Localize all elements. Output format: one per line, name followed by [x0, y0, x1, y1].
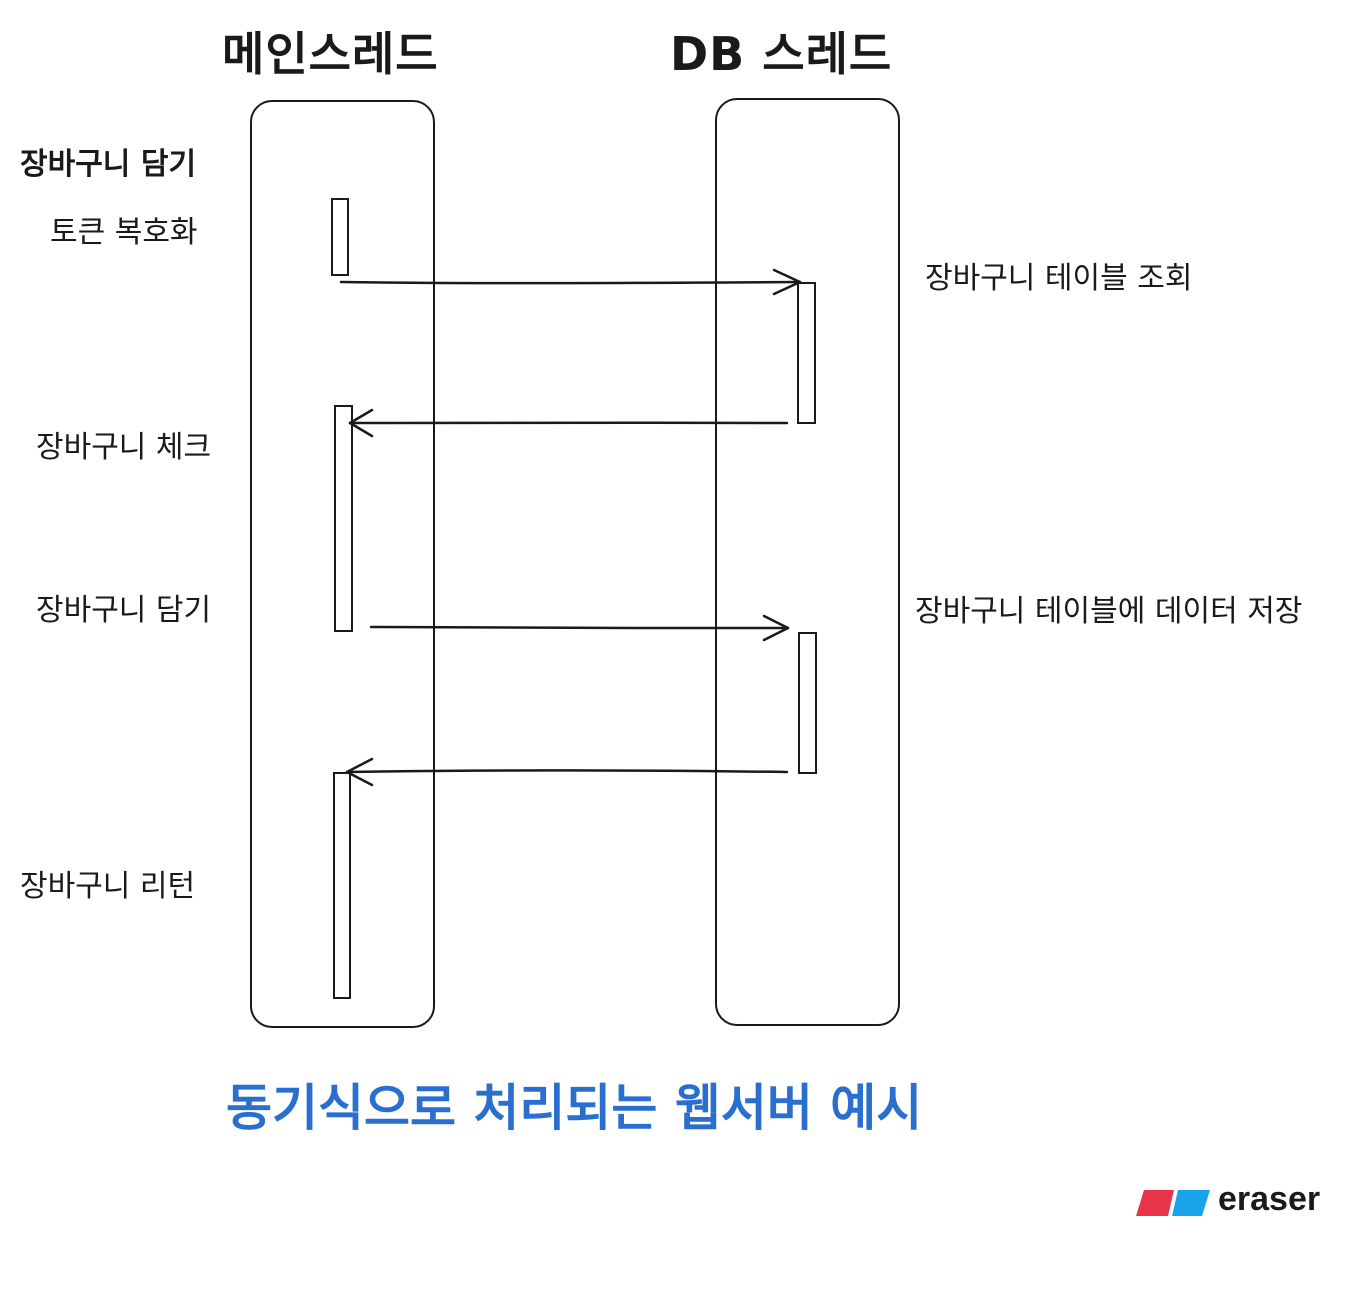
- arrow-save-response-head: [345, 757, 374, 787]
- arrow-save-request: [369, 625, 790, 630]
- step-return-cart-label: 장바구니 리턴: [20, 869, 196, 904]
- step-decrypt-token-label: 토큰 복호화: [50, 215, 198, 250]
- main-thread-title: 메인스레드: [222, 27, 439, 81]
- db-thread-title: DB 스레드: [670, 27, 893, 81]
- diagram-caption: 동기식으로 처리되는 웹서버 예시: [226, 1079, 923, 1137]
- step-check-cart-label: 장바구니 체크: [36, 430, 212, 465]
- activation-return-cart: [333, 772, 351, 999]
- step-save-table-label: 장바구니 테이블에 데이터 저장: [915, 594, 1303, 629]
- arrow-query-request: [339, 280, 802, 285]
- activation-query-table: [797, 282, 816, 424]
- activation-decrypt-token: [331, 198, 349, 276]
- arrow-query-response-head: [348, 408, 374, 438]
- step-add-to-cart-label: 장바구니 담기: [36, 593, 212, 628]
- step-query-table-label: 장바구니 테이블 조회: [925, 261, 1193, 296]
- step-header-label: 장바구니 담기: [20, 147, 197, 182]
- activation-check-and-add: [334, 405, 353, 632]
- arrow-query-response: [348, 421, 789, 425]
- eraser-brand-name: eraser: [1218, 1180, 1321, 1218]
- arrow-query-request-head: [772, 268, 802, 296]
- eraser-logo-icon: [1134, 1186, 1214, 1220]
- db-thread-lane: [715, 98, 900, 1026]
- arrow-save-request-head: [762, 614, 790, 642]
- main-thread-lane: [250, 100, 435, 1028]
- arrow-save-response: [345, 769, 789, 774]
- activation-save-table: [798, 632, 817, 774]
